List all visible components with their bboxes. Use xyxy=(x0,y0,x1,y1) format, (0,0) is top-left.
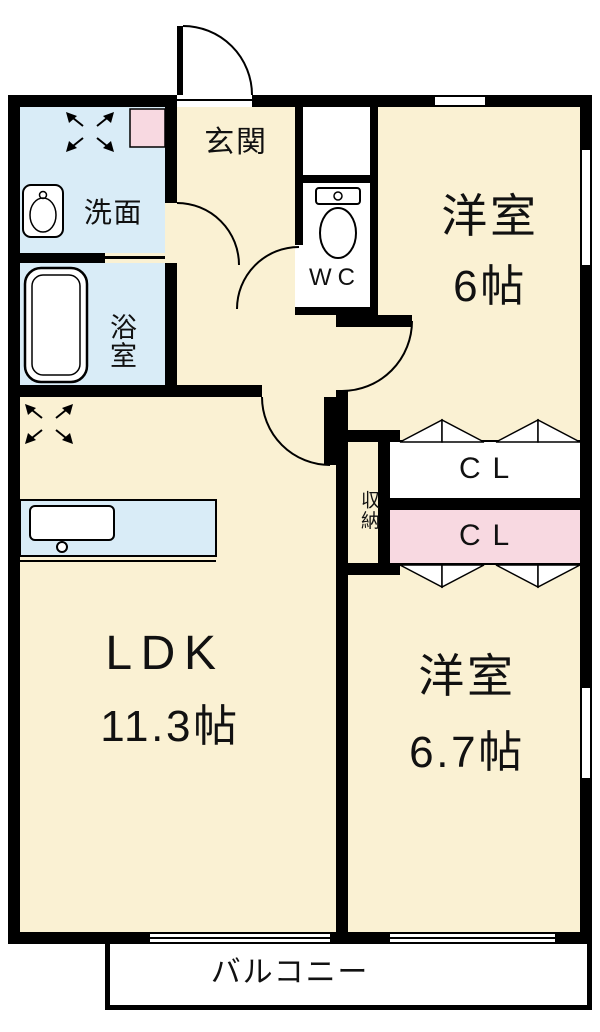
label-closet-lower: C L xyxy=(458,519,512,552)
label-closet-upper: C L xyxy=(458,452,512,485)
entrance-door-arc xyxy=(182,25,253,96)
walls xyxy=(8,26,592,944)
ldk-door-leaf xyxy=(324,397,336,465)
label-ldk-size: 11.3帖 xyxy=(100,702,240,751)
label-storage: 収納 xyxy=(358,489,379,531)
kitchen-counter xyxy=(19,499,217,562)
label-bathroom: 浴室 xyxy=(106,313,136,371)
closet-lower-track xyxy=(400,563,580,565)
kitchen-sink-icon xyxy=(29,505,115,541)
label-washroom: 洗面 xyxy=(83,197,144,228)
label-bedroom2-size: 6.7帖 xyxy=(409,728,525,777)
bathtub-icon xyxy=(23,266,89,384)
closet-upper-floor xyxy=(390,442,580,498)
label-ldk: LDK xyxy=(105,627,225,680)
balcony-walls xyxy=(105,944,592,1010)
bedroom1-door-leaf xyxy=(342,315,412,327)
washroom-door-arc xyxy=(176,202,240,266)
closet-doors xyxy=(399,418,581,589)
label-entrance: 玄関 xyxy=(204,126,268,159)
closet-lower-floor xyxy=(390,510,580,563)
label-bedroom2: 洋室 xyxy=(418,650,516,702)
closet-upper-track xyxy=(400,440,580,442)
window-bedroom2-right xyxy=(580,688,592,778)
toilet-icon xyxy=(315,187,361,259)
wc-door-arc xyxy=(236,246,300,310)
ldk-door-arc xyxy=(261,396,331,466)
entrance-threshold xyxy=(177,99,261,101)
window-ldk-balcony xyxy=(150,932,330,944)
label-bedroom1-size: 6帖 xyxy=(453,262,527,311)
windows xyxy=(150,95,592,944)
window-bedroom2-balcony xyxy=(390,932,555,944)
faucet-icon xyxy=(56,541,68,553)
shoe-cabinet xyxy=(129,108,166,148)
window-bedroom1-right xyxy=(580,150,592,265)
entrance-door-leaf xyxy=(177,26,183,95)
bedroom1-door-arc xyxy=(341,320,413,392)
window-top xyxy=(435,95,485,107)
label-wc: WC xyxy=(309,264,361,291)
label-balcony: バルコニー xyxy=(210,956,370,989)
balcony-floor xyxy=(110,944,587,1005)
washbasin-icon xyxy=(22,184,64,238)
label-bedroom1: 洋室 xyxy=(441,190,539,242)
doors xyxy=(176,25,413,466)
